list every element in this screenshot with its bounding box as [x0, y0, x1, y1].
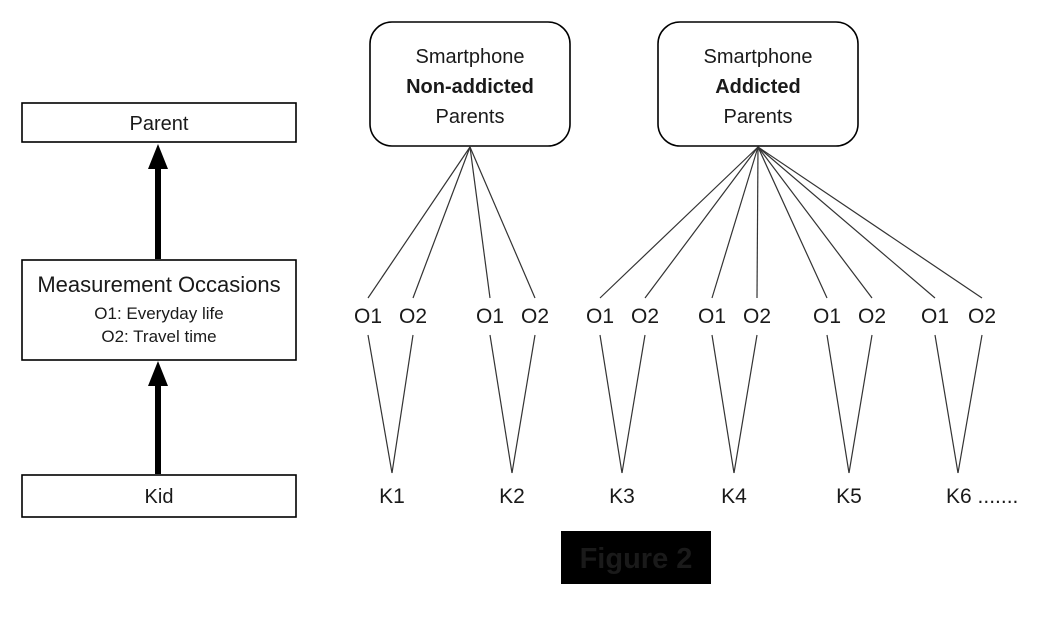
measurement-box — [21, 259, 297, 361]
edge-line — [711, 334, 735, 474]
addicted-box-line3: Parents — [724, 106, 793, 128]
fan-line — [757, 146, 936, 299]
kid-box-label: Kid — [145, 486, 174, 508]
edge-line — [733, 334, 758, 474]
fan-line — [757, 146, 983, 299]
fan-line — [367, 146, 471, 299]
occasion-label: O1 — [813, 305, 841, 328]
measurement-box-title: Measurement Occasions — [37, 272, 280, 297]
figure-caption-background — [561, 531, 711, 584]
edge-line — [621, 334, 646, 474]
occasion-label: O1 — [921, 305, 949, 328]
edge-line — [826, 334, 850, 474]
measurement-occasion-2-label: O2: Travel time — [101, 327, 216, 346]
parent-box — [21, 102, 297, 143]
occasion-label: O1 — [354, 305, 382, 328]
fan-line — [757, 146, 828, 299]
occasion-label: O1 — [476, 305, 504, 328]
edge-line — [511, 334, 536, 474]
kid-label: K1 — [379, 485, 405, 508]
edge-line — [367, 334, 393, 474]
kid-box — [21, 474, 297, 518]
non-addicted-box-line3: Parents — [436, 106, 505, 128]
arrow-kid-to-measurement — [148, 361, 168, 474]
arrowhead-up-icon — [148, 361, 168, 386]
group-addicted: Smartphone Addicted Parents O1 O2 O1 O2 … — [586, 21, 1018, 508]
fan-lines-non-addicted — [367, 146, 536, 299]
edge-line — [934, 334, 959, 474]
occasion-label: O2 — [631, 305, 659, 328]
kid-label: K3 — [609, 485, 635, 508]
occasion-label: O2 — [968, 305, 996, 328]
non-addicted-box-line1: Smartphone — [416, 46, 525, 68]
fan-line — [711, 146, 759, 299]
edge-line — [957, 334, 983, 474]
measurement-occasion-1-label: O1: Everyday life — [94, 304, 223, 323]
arrow-measurement-to-parent — [148, 144, 168, 259]
kid-label: K6 ....... — [946, 485, 1018, 508]
parent-box-label: Parent — [130, 113, 189, 135]
hierarchy-panel: Parent Measurement Occasions O1: Everyda… — [21, 102, 297, 518]
kid-label: K4 — [721, 485, 747, 508]
edge-line — [489, 334, 513, 474]
fan-line — [412, 146, 471, 299]
fan-line — [756, 146, 759, 299]
figure-caption-label: Figure 2 — [580, 543, 693, 575]
fan-line — [644, 146, 759, 299]
kid-label: K2 — [499, 485, 525, 508]
addicted-box-line1: Smartphone — [704, 46, 813, 68]
occasion-label: O2 — [399, 305, 427, 328]
kid-label: K5 — [836, 485, 862, 508]
edge-line — [391, 334, 414, 474]
occasion-label: O1 — [586, 305, 614, 328]
fan-line — [757, 146, 873, 299]
edge-line — [599, 334, 623, 474]
figure-caption: Figure 2 — [561, 531, 711, 584]
kid-edges-addicted — [599, 334, 983, 474]
fan-lines-addicted — [599, 146, 983, 299]
edge-line — [848, 334, 873, 474]
group-non-addicted: Smartphone Non-addicted Parents O1 O2 O1… — [354, 21, 571, 508]
arrowhead-up-icon — [148, 144, 168, 169]
non-addicted-box-line2: Non-addicted — [406, 76, 534, 98]
fan-line — [599, 146, 759, 299]
kid-edges-non-addicted — [367, 334, 536, 474]
occasion-label: O1 — [698, 305, 726, 328]
occasion-label: O2 — [858, 305, 886, 328]
non-addicted-parents-box — [369, 21, 571, 147]
addicted-parents-box — [657, 21, 859, 147]
fan-line — [469, 146, 536, 299]
occasion-label: O2 — [521, 305, 549, 328]
addicted-box-line2: Addicted — [715, 76, 801, 98]
fan-line — [469, 146, 491, 299]
occasion-label: O2 — [743, 305, 771, 328]
